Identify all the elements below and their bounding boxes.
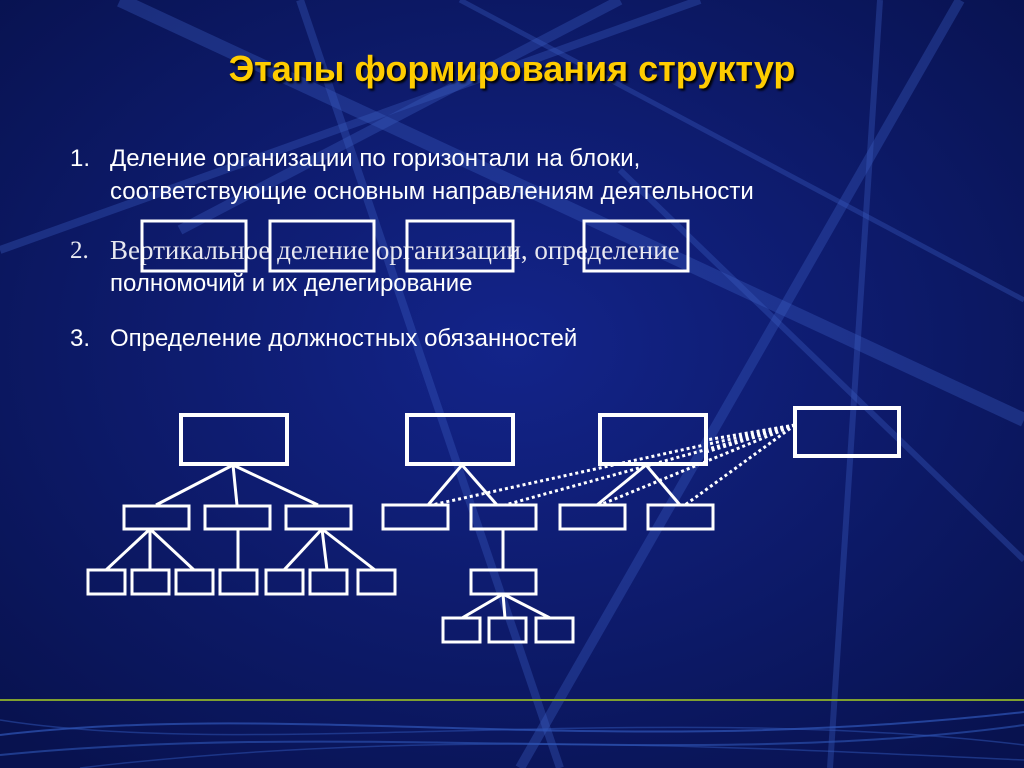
node-root <box>179 413 289 466</box>
connector <box>502 592 551 620</box>
node <box>469 503 538 531</box>
list-item-text: Деление организации по горизонтали на бл… <box>110 142 870 208</box>
list-item-number: 2. <box>70 237 89 264</box>
node <box>558 503 627 531</box>
list-item-line: полномочий и их делегирование <box>110 270 473 297</box>
dashed-line <box>705 423 796 442</box>
node <box>356 568 397 596</box>
node <box>441 616 482 644</box>
nodes <box>381 413 575 644</box>
block <box>268 219 376 273</box>
slide-title: Этапы формирования структур <box>228 48 796 89</box>
node <box>174 568 215 596</box>
connector <box>461 592 504 620</box>
ray <box>515 0 965 768</box>
ray <box>117 0 1024 427</box>
ray <box>827 0 883 768</box>
list-item-text: Определение должностных обязанностей <box>110 322 870 355</box>
ray <box>458 0 1024 303</box>
node <box>203 504 272 531</box>
list-item-line: Определение должностных обязанностей <box>110 325 578 352</box>
node <box>130 568 171 596</box>
org-tree-3 <box>558 413 715 531</box>
connectors <box>596 463 682 507</box>
node <box>122 504 191 531</box>
list-item-line: Деление организации по горизонтали на бл… <box>110 145 641 172</box>
list-item-number: 3. <box>70 325 91 352</box>
connector <box>155 463 234 507</box>
wave-line <box>79 743 1024 768</box>
dashed-line <box>684 423 796 507</box>
node-root <box>405 413 515 466</box>
connector <box>104 527 152 572</box>
org-tree-1 <box>86 413 397 596</box>
dashed-line <box>504 423 796 507</box>
connector <box>501 593 507 619</box>
connector <box>232 463 319 507</box>
dashed-line <box>431 423 796 507</box>
bottom-wave-lines <box>0 699 1024 768</box>
node <box>487 616 528 644</box>
wave-line <box>0 719 1024 746</box>
block <box>582 219 690 273</box>
connector <box>426 464 464 506</box>
block <box>140 219 248 273</box>
node <box>264 568 305 596</box>
dashed-delegation-lines <box>431 423 796 507</box>
external-block <box>793 406 901 458</box>
connector <box>460 464 499 506</box>
wave-line <box>0 711 1024 736</box>
list-item-number: 1. <box>70 145 91 172</box>
node <box>308 568 349 596</box>
ray <box>177 0 623 235</box>
ray <box>296 0 564 768</box>
connector <box>644 464 682 506</box>
block <box>405 219 515 273</box>
list-item-line: соответствующие основным направлениям де… <box>110 178 754 205</box>
connector <box>231 464 239 506</box>
external-block-group <box>431 406 901 507</box>
connectors <box>426 464 551 620</box>
node <box>284 504 353 531</box>
horizontal-blocks <box>140 219 690 273</box>
nodes <box>86 413 397 596</box>
node <box>86 568 127 596</box>
connector <box>320 528 329 571</box>
node <box>646 503 715 531</box>
dashed-line <box>705 423 796 454</box>
connectors <box>104 463 376 572</box>
node <box>218 568 259 596</box>
node <box>381 503 450 531</box>
connector <box>148 527 196 572</box>
node <box>469 568 538 596</box>
ray <box>0 0 702 254</box>
dashed-line <box>599 423 796 507</box>
node <box>534 616 575 644</box>
connector <box>596 463 647 507</box>
connector <box>321 527 376 572</box>
connector <box>282 527 324 572</box>
org-tree-2 <box>381 413 575 644</box>
